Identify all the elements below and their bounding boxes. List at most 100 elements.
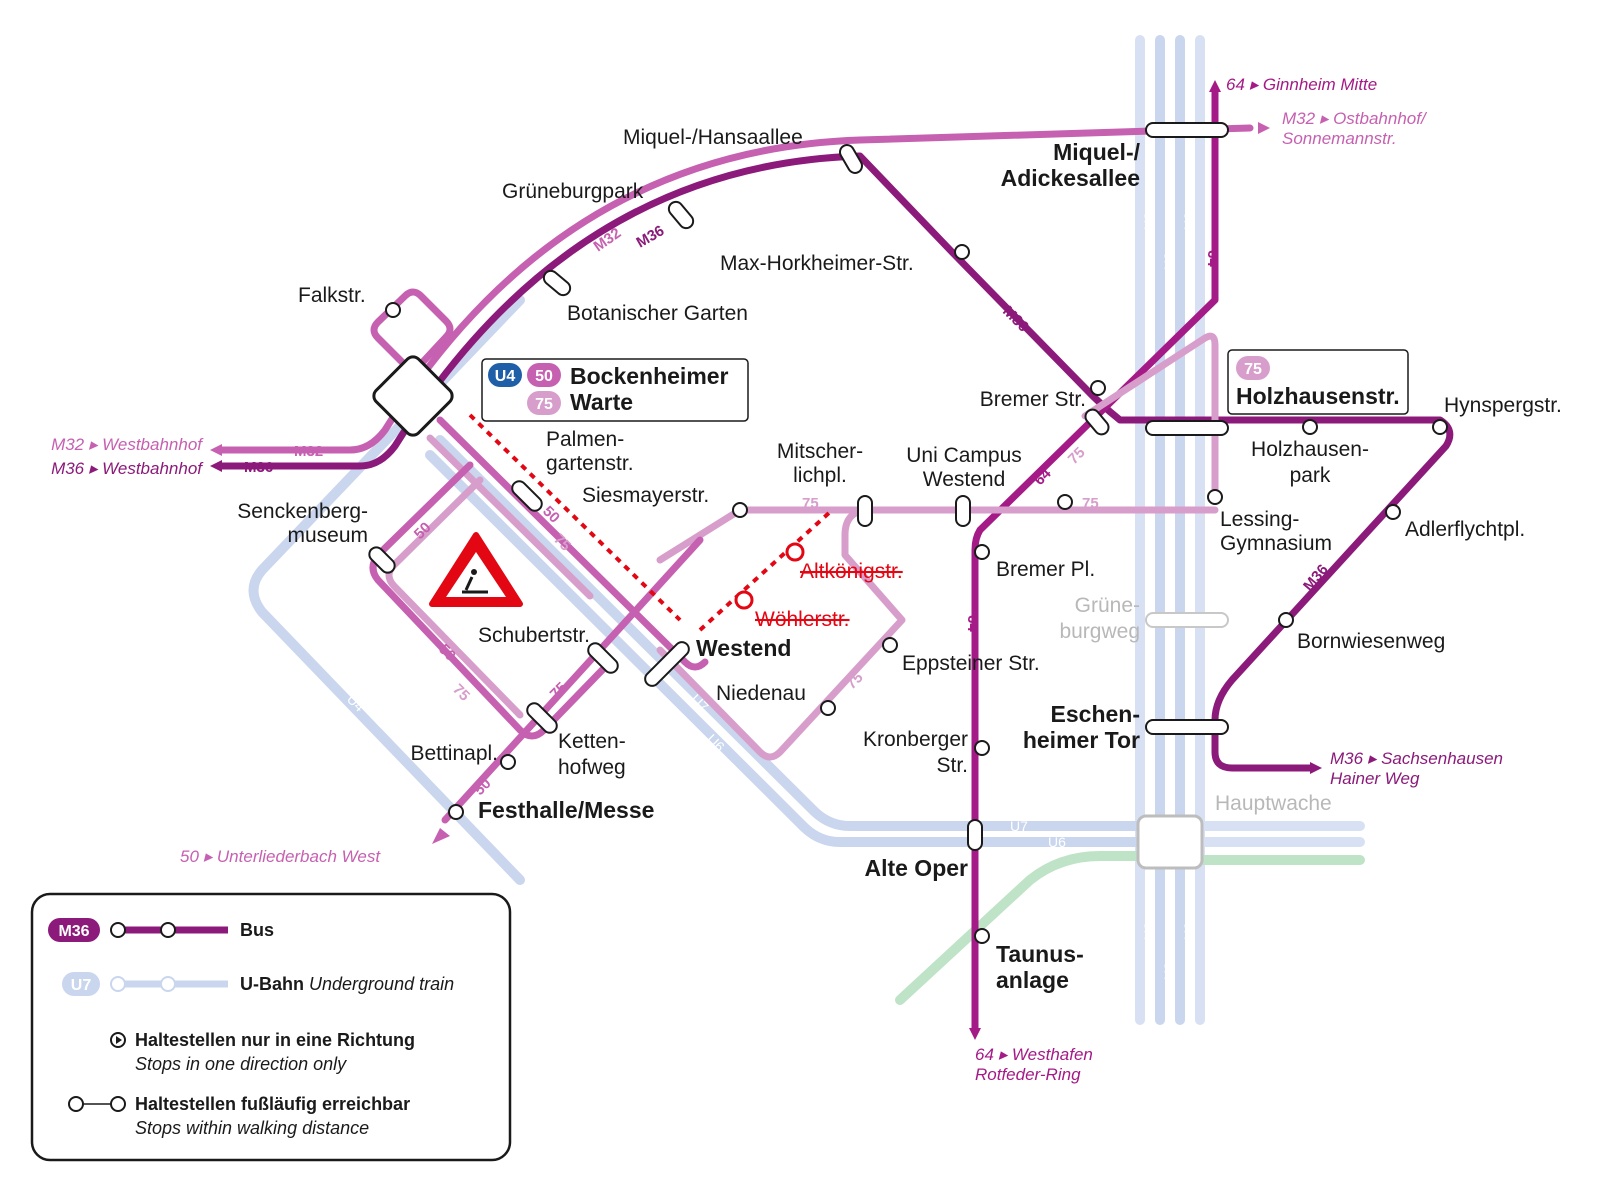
- label-mitscherlich-2: lichpl.: [793, 464, 847, 487]
- legend-bus-badge-text: M36: [58, 923, 89, 940]
- badge-75-holzhausen: [1236, 356, 1270, 380]
- label-grueneburgpark: Grüneburgpark: [502, 180, 644, 203]
- ubahn-lines: [248, 35, 1365, 1025]
- legend-oneway-de: Haltestellen nur in eine Richtung: [135, 1030, 415, 1050]
- legend-ubahn-badge-text: U7: [71, 977, 92, 994]
- legend: M36 Bus U7 U-Bahn Underground train Halt…: [30, 892, 512, 1162]
- label-kettenhof-2: hofweg: [558, 756, 626, 779]
- dest-50-west: 50 ▸ Unterliederbach West: [180, 847, 381, 866]
- line-label-u2-a: U2: [1181, 212, 1197, 230]
- line-label-u8-b: U8: [1161, 962, 1177, 980]
- dest-m36-south-2: Hainer Weg: [1330, 769, 1420, 788]
- label-niedenau: Niedenau: [716, 682, 806, 705]
- legend-walk-de: Haltestellen fußläufig erreichbar: [135, 1094, 410, 1114]
- label-bremer-str: Bremer Str.: [980, 388, 1086, 411]
- legend-walk-en: Stops within walking distance: [135, 1118, 369, 1138]
- label-alte-oper: Alte Oper: [864, 855, 968, 881]
- holzhausenstr-label-box: [1227, 349, 1409, 415]
- line-label-u8-a: U8: [1161, 252, 1177, 270]
- dest-m36-west: M36 ▸ Westbahnhof: [51, 459, 204, 478]
- bockenheimer-interchange: [372, 355, 454, 437]
- label-bremer-pl: Bremer Pl.: [996, 558, 1095, 581]
- label-grueneburgweg-1: Grüne-: [1075, 594, 1140, 617]
- line-label-75-d: 75: [843, 669, 867, 693]
- destination-labels: 64 ▸ Ginnheim Mitte M32 ▸ Ostbahnhof/ So…: [51, 75, 1503, 1084]
- label-lessing-2: Gymnasium: [1220, 532, 1332, 555]
- label-westend: Westend: [696, 635, 791, 661]
- line-label-u1-b: U1: [1121, 962, 1137, 980]
- label-kettenhof-1: Ketten-: [558, 730, 626, 753]
- station-markers: [368, 122, 1448, 944]
- legend-ubahn: U-Bahn Underground train: [240, 974, 454, 994]
- label-hynspergstr: Hynspergstr.: [1444, 394, 1562, 417]
- label-falkstr: Falkstr.: [298, 284, 366, 307]
- line-label-u3-b: U3: [1141, 922, 1157, 940]
- label-bettinapl: Bettinapl.: [410, 742, 498, 765]
- line-label-50-d: 50: [471, 775, 495, 799]
- label-bockenheimer-1: Bockenheimer: [570, 363, 729, 389]
- line-label-m32-arc: M32: [591, 225, 625, 256]
- label-holzhausenpark-2: park: [1290, 464, 1331, 487]
- label-palmengarten-1: Palmen-: [546, 428, 624, 451]
- line-label-64-north: 64: [1204, 250, 1221, 267]
- label-adlerflycht: Adlerflychtpl.: [1405, 518, 1525, 541]
- line-label-m36-west: M36: [244, 459, 273, 476]
- label-max-horkheimer: Max-Horkheimer-Str.: [720, 252, 914, 275]
- label-uni-campus-1: Uni Campus: [906, 444, 1022, 467]
- label-eppsteiner: Eppsteiner Str.: [902, 652, 1040, 675]
- label-eschenheimer-2: heimer Tor: [1023, 727, 1140, 753]
- label-altkoenig: Altkönigstr.: [800, 560, 903, 583]
- label-taunusanlage-2: anlage: [996, 967, 1069, 993]
- label-bockenheimer-2: Warte: [570, 389, 633, 415]
- badge-u4: [488, 363, 522, 387]
- badge-50: [527, 363, 561, 387]
- line-label-75-top2: 75: [1082, 495, 1099, 512]
- line-label-u1-a: U1: [1121, 252, 1137, 270]
- line-label-75-b: 75: [449, 681, 473, 705]
- line-label-u2-b: U2: [1181, 922, 1197, 940]
- line-label-m36-arc: M36: [634, 222, 668, 251]
- label-botanischer-garten: Botanischer Garten: [567, 302, 748, 325]
- line-label-m32-west: M32: [294, 443, 323, 460]
- line-label-u6-b: U6: [1048, 834, 1066, 850]
- badge-75-holzhausen-text: 75: [1244, 361, 1262, 378]
- legend-ubahn-badge: [62, 972, 100, 996]
- label-miquel-adickes-2: Adickesallee: [1001, 165, 1140, 191]
- label-kronberger-2: Str.: [936, 754, 968, 777]
- legend-bus: Bus: [240, 920, 274, 940]
- dest-64-north: 64 ▸ Ginnheim Mitte: [1226, 75, 1377, 94]
- badge-75: [527, 391, 561, 415]
- closed-stop-icons: [734, 542, 805, 610]
- label-palmengarten-2: gartenstr.: [546, 452, 634, 475]
- line-label-75-top1: 75: [802, 495, 819, 512]
- label-uni-campus-2: Westend: [923, 468, 1006, 491]
- label-lessing-1: Lessing-: [1220, 508, 1299, 531]
- line-label-64-south: 64: [964, 615, 981, 632]
- stop-labels: Miquel-/Hansaallee Grüneburgpark Max-Hor…: [237, 126, 1562, 993]
- bus-lines: [218, 84, 1454, 1032]
- line-label-u3-a: U3: [1141, 212, 1157, 230]
- badge-75-text: 75: [535, 396, 553, 413]
- closed-route: [468, 413, 832, 632]
- label-eschenheimer-1: Eschen-: [1051, 701, 1140, 727]
- label-festhalle: Festhalle/Messe: [478, 797, 654, 823]
- label-holzhausenpark-1: Holzhausen-: [1251, 438, 1369, 461]
- badge-50-text: 50: [535, 368, 553, 385]
- label-bornwiesen: Bornwiesenweg: [1297, 630, 1445, 653]
- legend-oneway-en: Stops in one direction only: [135, 1054, 347, 1074]
- construction-warning-icon: [429, 532, 523, 607]
- dest-m32-east-2: Sonnemannstr.: [1282, 129, 1397, 148]
- label-siesmayer: Siesmayerstr.: [582, 484, 709, 507]
- badge-u4-text: U4: [495, 368, 516, 385]
- label-kronberger-1: Kronberger: [863, 728, 968, 751]
- label-hauptwache: Hauptwache: [1215, 792, 1332, 815]
- dest-64-south-1: 64 ▸ Westhafen: [975, 1045, 1093, 1064]
- label-holzhausenstr: Holzhausenstr.: [1236, 383, 1400, 409]
- label-miquel-adickes-1: Miquel-/: [1053, 139, 1140, 165]
- dest-64-south-2: Rotfeder-Ring: [975, 1065, 1081, 1084]
- dest-m32-east-1: M32 ▸ Ostbahnhof/: [1282, 109, 1428, 128]
- label-schubert: Schubertstr.: [478, 624, 590, 647]
- label-woehler: Wöhlerstr.: [755, 608, 850, 631]
- label-miquel-hansaallee: Miquel-/Hansaallee: [623, 126, 803, 149]
